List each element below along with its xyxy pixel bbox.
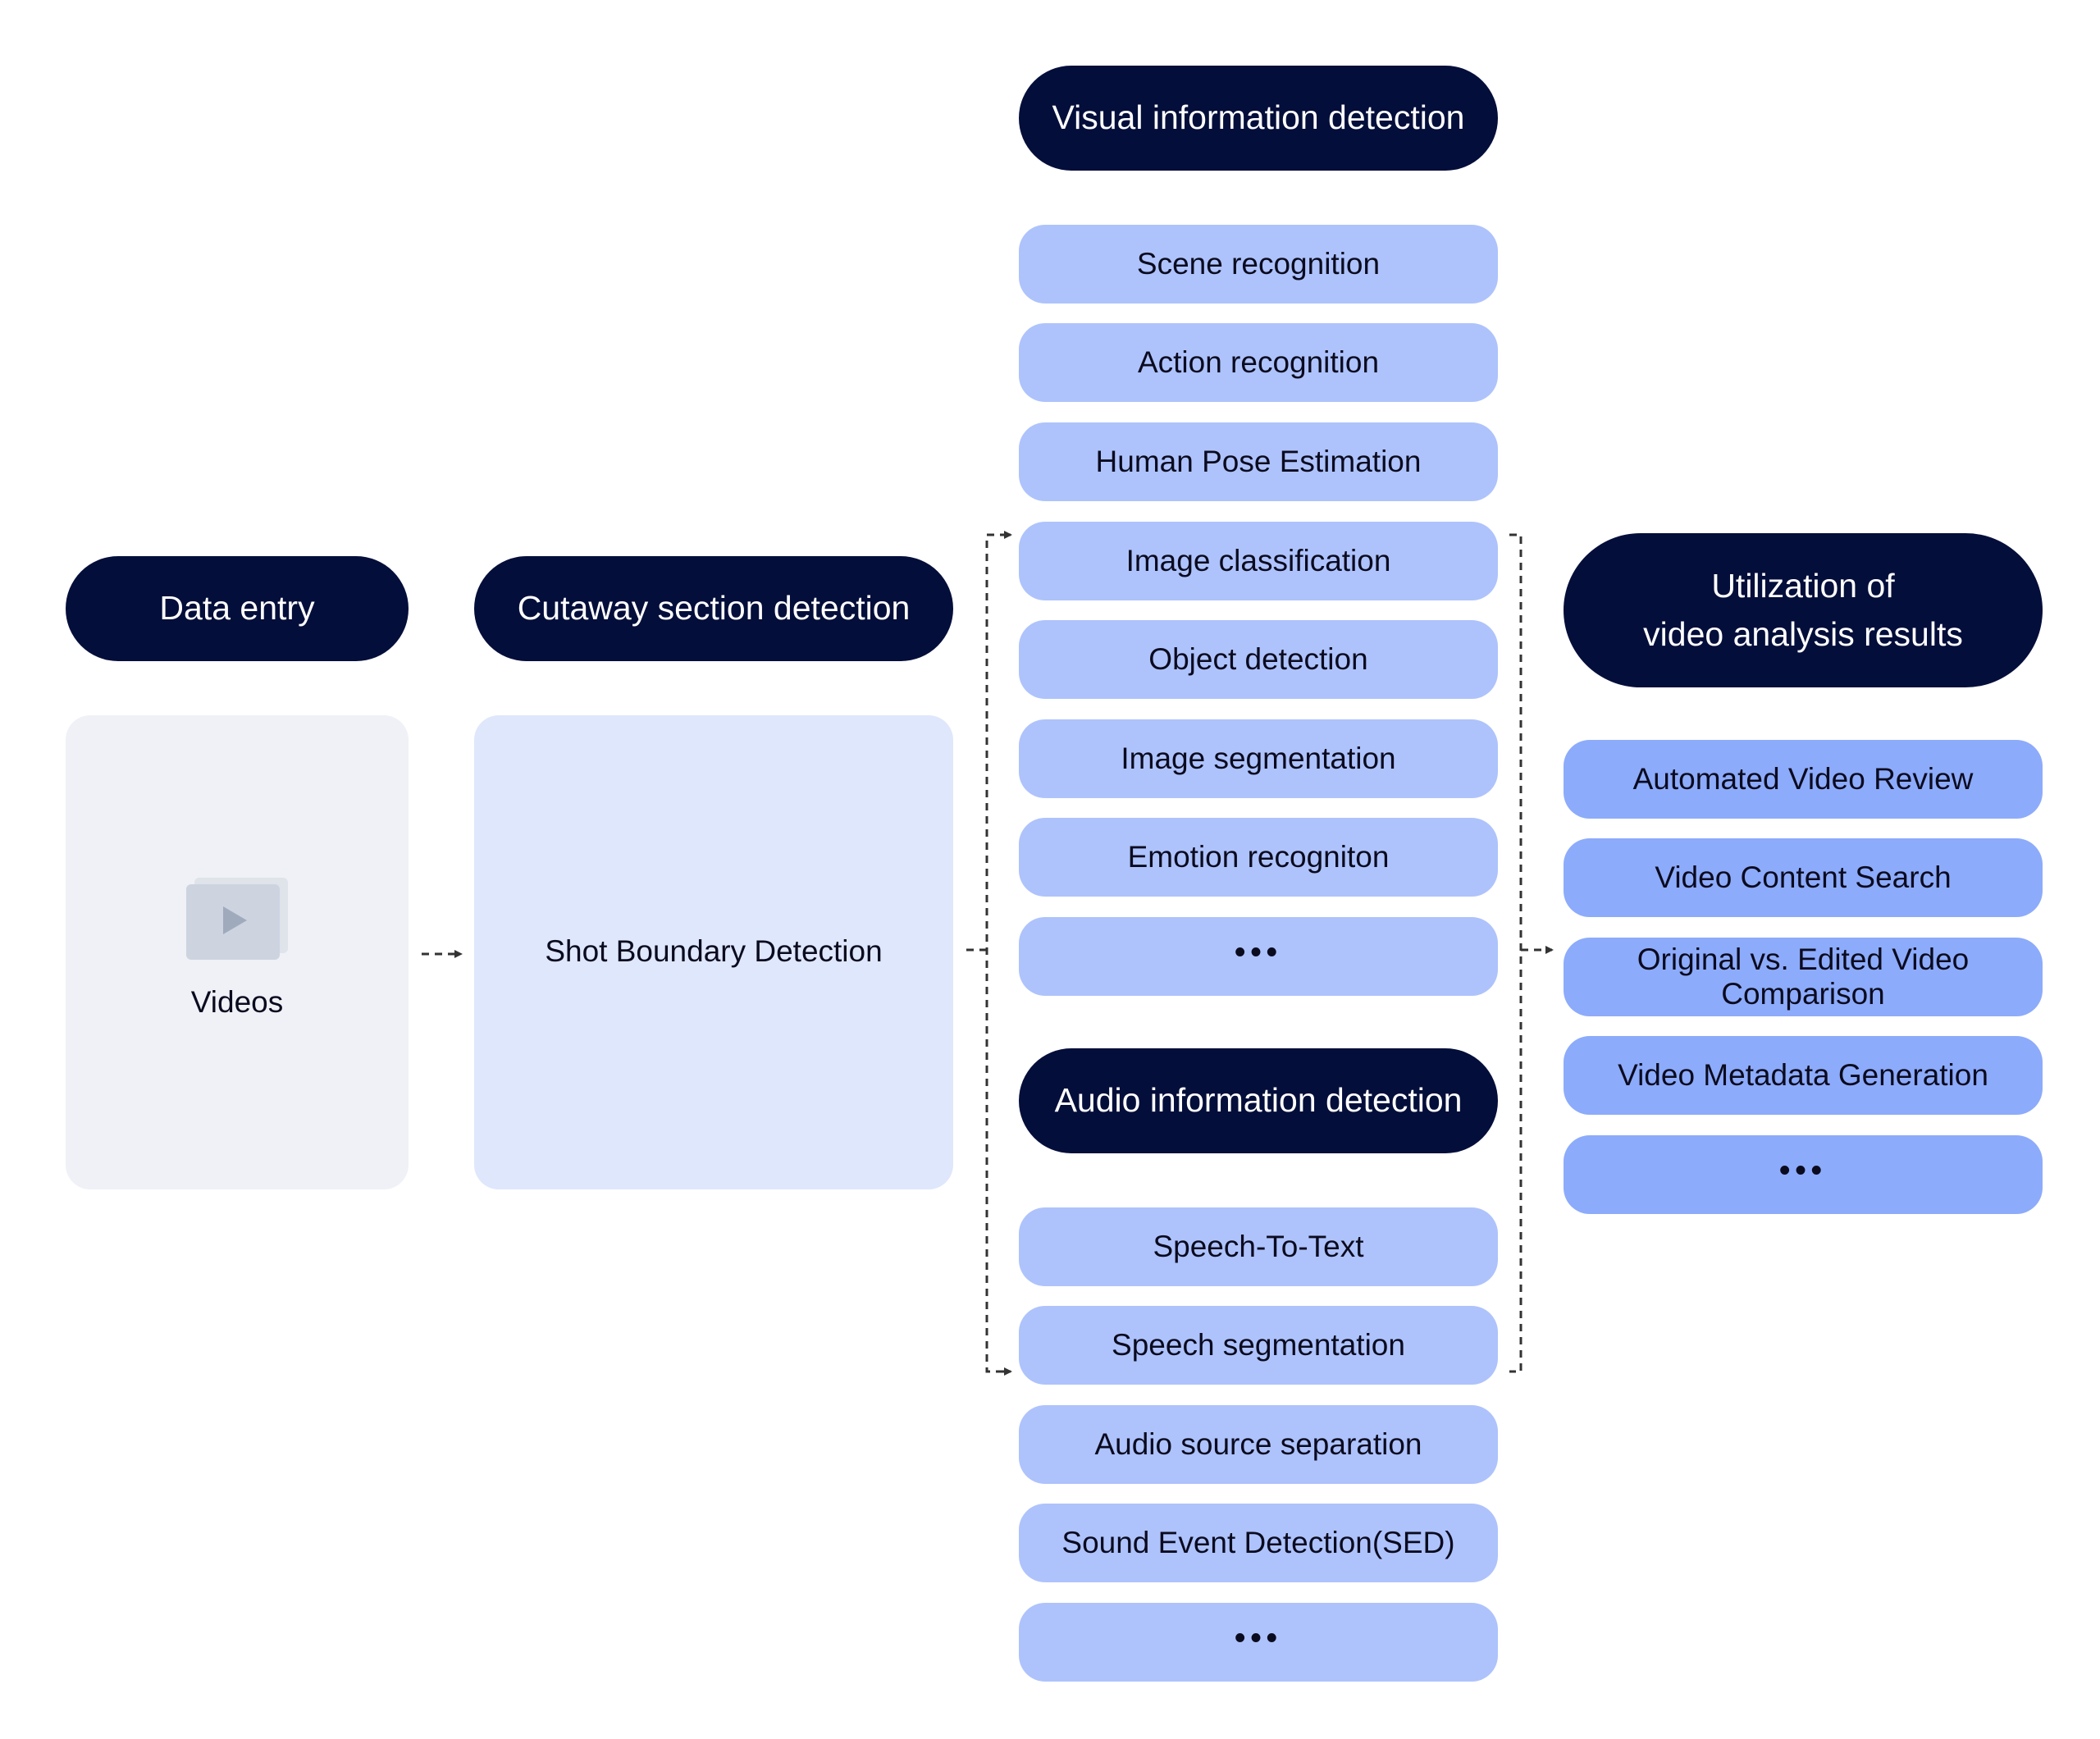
- audio-item: Sound Event Detection(SED): [1019, 1504, 1498, 1582]
- cutaway-panel: Shot Boundary Detection: [474, 715, 953, 1189]
- visual-more-item: •••: [1019, 917, 1498, 996]
- visual-item: Scene recognition: [1019, 225, 1498, 304]
- utilization-item: Video Content Search: [1564, 838, 2043, 917]
- visual-item: Object detection: [1019, 620, 1498, 699]
- videos-label: Videos: [190, 985, 284, 1019]
- visual-item: Emotion recogniton: [1019, 818, 1498, 897]
- audio-item: Audio source separation: [1019, 1405, 1498, 1484]
- visual-item: Action recognition: [1019, 323, 1498, 402]
- utilization-item: Original vs. Edited Video Comparison: [1564, 938, 2043, 1016]
- visual-item: Human Pose Estimation: [1019, 422, 1498, 501]
- right-bracket: [1509, 533, 1522, 1373]
- visual-item: Image classification: [1019, 522, 1498, 600]
- audio-item: Speech-To-Text: [1019, 1207, 1498, 1286]
- data-entry-panel: Videos: [66, 715, 409, 1189]
- visual-header: Visual information detection: [1019, 66, 1498, 171]
- data-entry-header: Data entry: [66, 556, 409, 661]
- shot-boundary-label: Shot Boundary Detection: [545, 934, 883, 968]
- audio-more-item: •••: [1019, 1603, 1498, 1682]
- utilization-header: Utilization of video analysis results: [1564, 533, 2043, 687]
- utilization-item: Automated Video Review: [1564, 740, 2043, 819]
- audio-header: Audio information detection: [1019, 1048, 1498, 1153]
- utilization-more-item: •••: [1564, 1135, 2043, 1214]
- cutaway-header: Cutaway section detection: [474, 556, 953, 661]
- video-play-icon: [186, 878, 290, 960]
- audio-item: Speech segmentation: [1019, 1306, 1498, 1385]
- left-bracket: [985, 533, 1007, 1373]
- utilization-item: Video Metadata Generation: [1564, 1036, 2043, 1115]
- visual-item: Image segmentation: [1019, 719, 1498, 798]
